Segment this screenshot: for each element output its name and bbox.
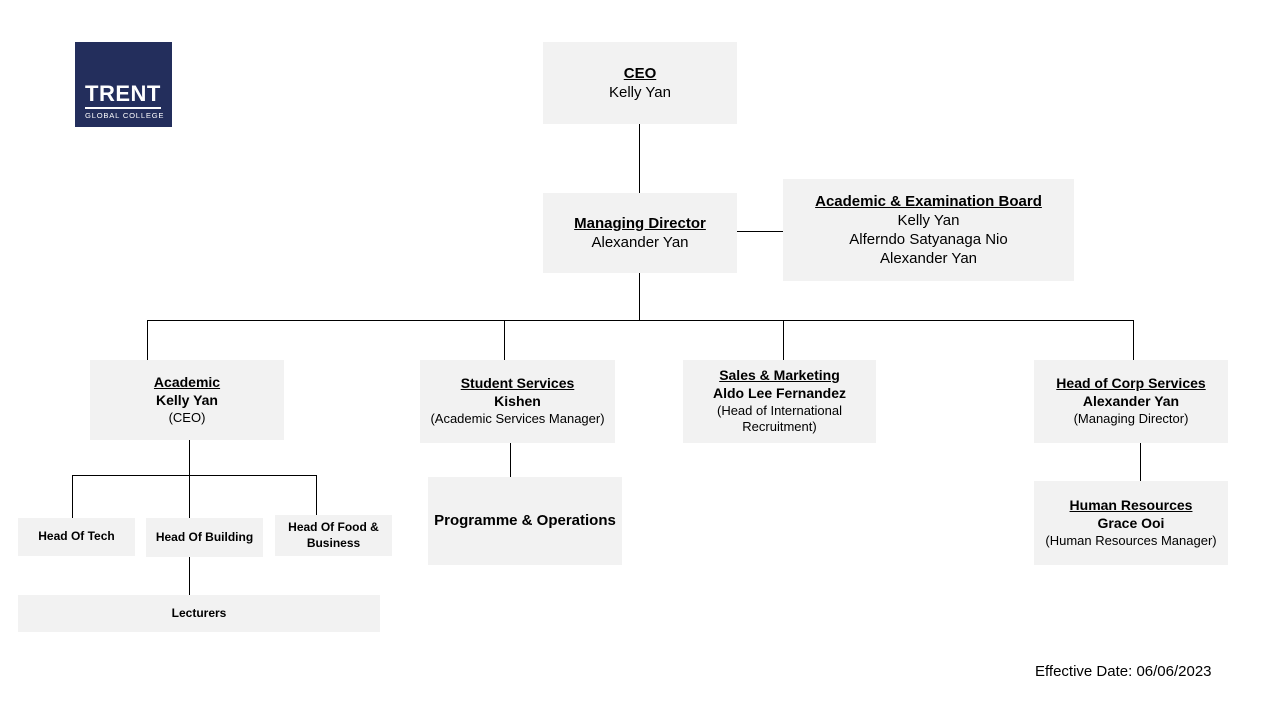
node-role: (Academic Services Manager) [430,411,605,427]
connector-main-bus [147,320,1134,321]
node-title: CEO [623,64,657,82]
node-person: Alexander Yan [879,250,978,268]
connector-drop-head-tech [72,475,73,518]
connector-md-board [737,231,783,232]
node-title: Human Resources [1069,496,1193,513]
org-node-student-services: Student Services Kishen (Academic Servic… [420,360,615,443]
node-title: Head Of Tech [38,529,115,544]
node-title: Head Of Food & Business [288,520,379,550]
logo-navy-panel: TRENT GLOBAL COLLEGE [75,42,173,127]
org-node-human-resources: Human Resources Grace Ooi (Human Resourc… [1034,481,1228,565]
connector-building-lecturers [189,557,190,595]
node-title: Academic [153,373,221,390]
connector-drop-student-services [504,320,505,360]
connector-ceo-md [639,124,640,193]
org-node-lecturers: Lecturers [18,595,380,632]
node-title: Academic & Examination Board [815,192,1042,210]
org-node-head-of-corp-services: Head of Corp Services Alexander Yan (Man… [1034,360,1228,443]
org-node-academic: Academic Kelly Yan (CEO) [90,360,284,440]
node-title: Programme & Operations [434,512,616,530]
connector-drop-sales-marketing [783,320,784,360]
node-role: (CEO) [168,409,206,425]
node-title: Head Of Building [155,529,254,544]
node-person: Kishen [494,393,541,410]
connector-drop-academic [147,320,148,360]
node-title: Managing Director [574,214,706,232]
org-node-ceo: CEO Kelly Yan [543,42,737,124]
node-title: Sales & Marketing [719,366,840,383]
node-person: Grace Ooi [1097,514,1165,531]
connector-md-mainbus [639,273,640,320]
org-node-academic-examination-board: Academic & Examination Board Kelly Yan A… [783,179,1074,281]
org-node-head-of-food-business: Head Of Food & Business [275,515,392,556]
connector-corp-hr [1140,443,1141,481]
connector-drop-head-food [316,475,317,515]
node-person: Kelly Yan [609,84,671,101]
logo-subtitle-text: GLOBAL COLLEGE [85,111,165,120]
node-person: Kelly Yan [155,391,218,408]
org-node-head-of-building: Head Of Building [146,518,263,557]
org-node-programme-operations: Programme & Operations [428,477,622,565]
node-role: (Head of International Recruitment) [716,402,843,435]
org-node-head-of-tech: Head Of Tech [18,518,135,556]
trent-logo: TRENT GLOBAL COLLEGE [75,42,173,127]
node-person: Kelly Yan [897,211,960,229]
node-title: Student Services [460,375,575,392]
node-role: (Human Resources Manager) [1045,532,1217,548]
node-person: Alferndo Satyanaga Nio [849,231,1008,248]
node-person: Alexander Yan [1082,393,1180,410]
connector-drop-corp-services [1133,320,1134,360]
node-title: Lecturers [171,605,227,620]
org-node-managing-director: Managing Director Alexander Yan [543,193,737,273]
connector-academic-subbus [189,440,190,475]
connector-student-programme [510,443,511,477]
node-person: Aldo Lee Fernandez [712,384,847,401]
logo-brand-text: TRENT [85,83,161,109]
node-role: (Managing Director) [1073,411,1189,427]
node-person: Alexander Yan [591,234,689,251]
org-node-sales-marketing: Sales & Marketing Aldo Lee Fernandez (He… [683,360,876,443]
node-title: Head of Corp Services [1056,375,1206,392]
connector-drop-head-building [189,475,190,518]
effective-date-label: Effective Date: 06/06/2023 [1035,663,1212,680]
connector-academic-sub-bus [72,475,317,476]
